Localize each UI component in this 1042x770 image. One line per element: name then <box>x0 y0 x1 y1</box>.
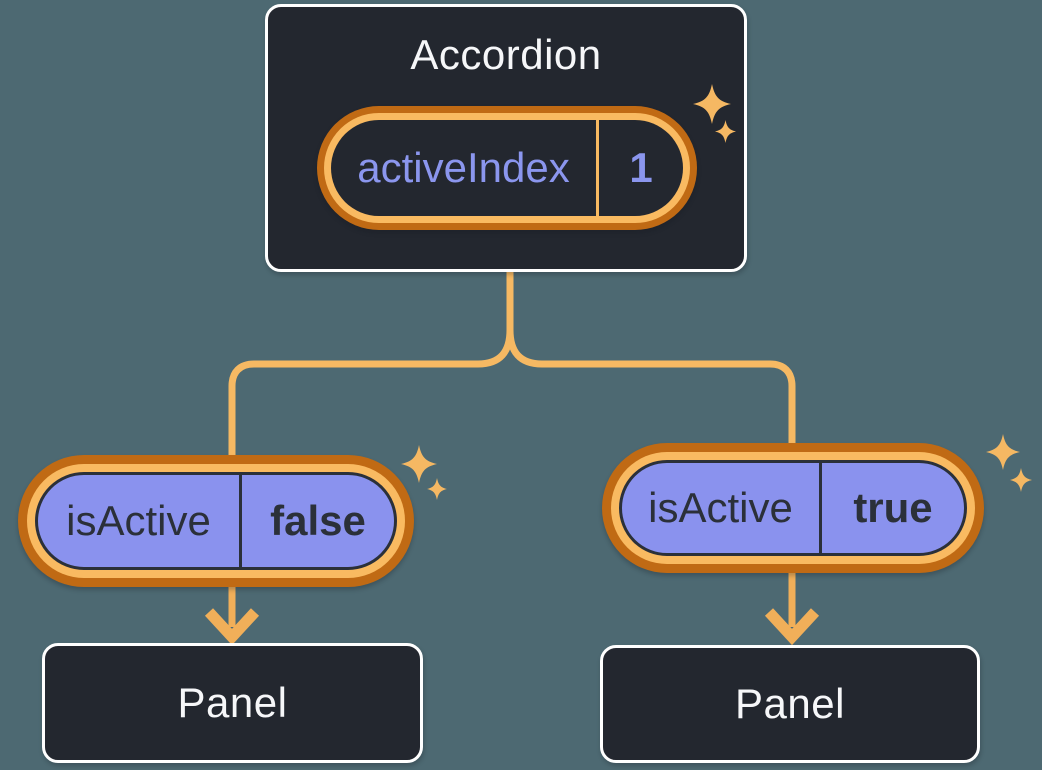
state-pill-label: activeIndex <box>357 144 570 191</box>
state-pill-inner-ring: activeIndex 1 <box>324 113 690 223</box>
arrow-left-head-icon <box>204 608 260 646</box>
prop-pill-body: isActive true <box>619 460 967 556</box>
sparkle-icon <box>715 120 736 143</box>
panel-box-left: Panel <box>42 643 423 763</box>
arrow-right-head-icon <box>764 608 820 646</box>
state-pill-activeindex: activeIndex 1 <box>317 106 697 230</box>
prop-pill-isactive-false: isActive false <box>18 455 414 587</box>
prop-pill-label: isActive <box>648 484 793 531</box>
sparkle-icon <box>1010 468 1032 492</box>
accordion-title: Accordion <box>410 31 602 78</box>
prop-pill-inner-ring: isActive false <box>27 464 405 578</box>
panel-title: Panel <box>177 679 288 726</box>
sparkle-icon <box>401 445 437 483</box>
prop-pill-isactive-true: isActive true <box>602 443 984 573</box>
sparkle-icon <box>427 478 447 500</box>
prop-pill-inner-ring: isActive true <box>611 452 975 564</box>
prop-pill-value: true <box>853 484 933 531</box>
connector-branch-left <box>228 272 514 458</box>
state-pill-body: activeIndex 1 <box>331 120 683 216</box>
panel-box-right: Panel <box>600 645 980 763</box>
prop-pill-label: isActive <box>66 497 211 544</box>
connector-branch-right <box>506 272 796 446</box>
panel-title: Panel <box>735 680 845 727</box>
pill-divider <box>596 120 599 216</box>
sparkle-icon <box>693 84 731 124</box>
prop-pill-value: false <box>270 497 366 544</box>
prop-pill-body: isActive false <box>35 472 397 570</box>
state-pill-value: 1 <box>629 144 653 191</box>
pill-divider <box>819 463 822 553</box>
sparkle-icon <box>986 434 1020 470</box>
pill-divider <box>239 475 242 567</box>
